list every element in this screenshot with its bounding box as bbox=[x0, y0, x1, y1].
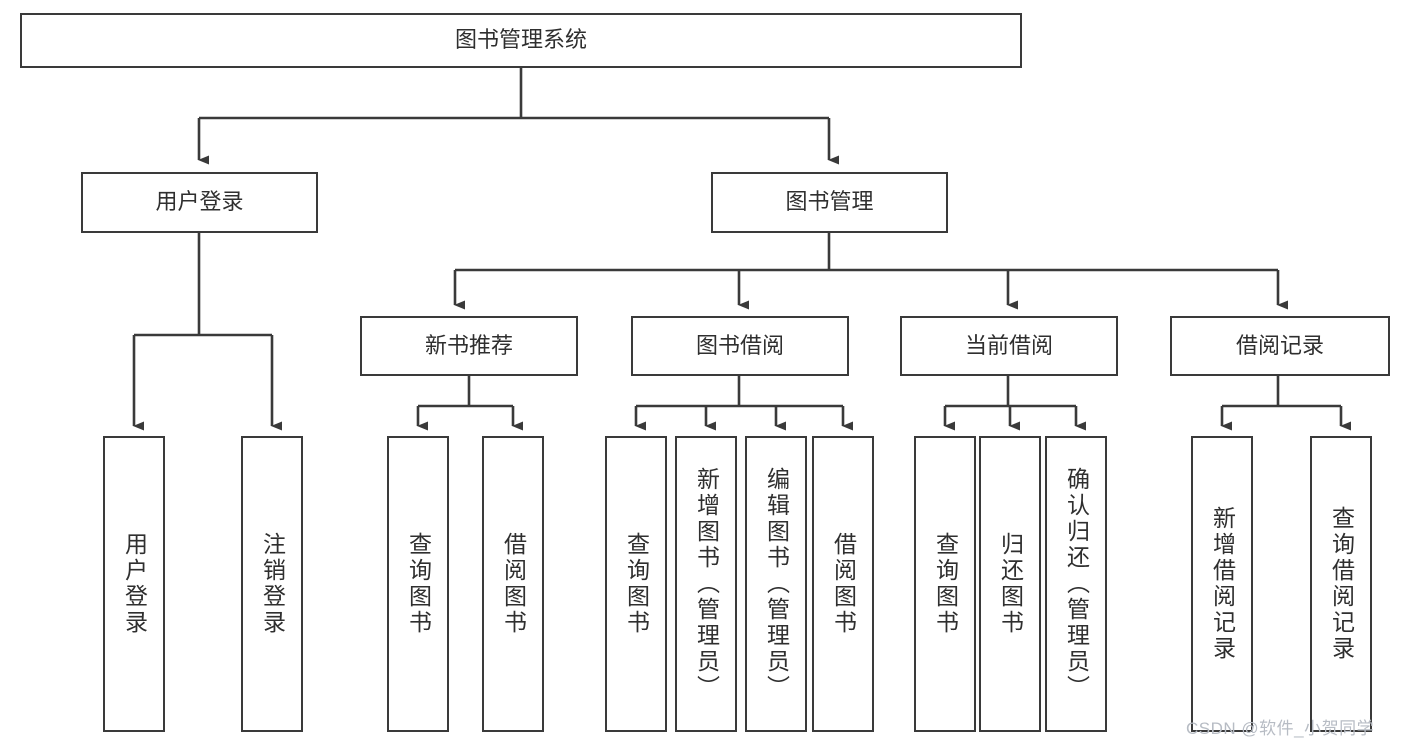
node-leaf-logout[interactable]: 注销登录 bbox=[241, 436, 303, 732]
node-leaf-query-book-2[interactable]: 查询图书 bbox=[605, 436, 667, 732]
node-leaf-logout-label: 注销登录 bbox=[259, 532, 286, 636]
node-book-manage-label: 图书管理 bbox=[785, 189, 874, 215]
node-leaf-query-book-3-label: 查询图书 bbox=[932, 532, 959, 636]
node-leaf-query-book-1-label: 查询图书 bbox=[405, 532, 432, 636]
node-user-login[interactable]: 用户登录 bbox=[81, 172, 318, 233]
node-book-manage[interactable]: 图书管理 bbox=[711, 172, 948, 233]
node-leaf-return-book-label: 归还图书 bbox=[997, 532, 1024, 636]
node-leaf-user-login[interactable]: 用户登录 bbox=[103, 436, 165, 732]
node-leaf-user-login-label: 用户登录 bbox=[121, 532, 148, 636]
node-leaf-add-book-label: 新增图书（管理员） bbox=[693, 467, 720, 701]
node-leaf-return-book[interactable]: 归还图书 bbox=[979, 436, 1041, 732]
node-leaf-edit-book-label: 编辑图书（管理员） bbox=[763, 467, 790, 701]
node-leaf-query-record-label: 查询借阅记录 bbox=[1328, 506, 1355, 662]
node-leaf-borrow-book-1[interactable]: 借阅图书 bbox=[482, 436, 544, 732]
node-book-borrow-label: 图书借阅 bbox=[695, 332, 784, 358]
node-leaf-add-record-label: 新增借阅记录 bbox=[1209, 506, 1236, 662]
node-borrow-record[interactable]: 借阅记录 bbox=[1170, 316, 1390, 376]
node-leaf-borrow-book-1-label: 借阅图书 bbox=[500, 532, 527, 636]
watermark-text: CSDN @软件_小贺同学 bbox=[1186, 719, 1375, 738]
node-root[interactable]: 图书管理系统 bbox=[20, 13, 1022, 68]
node-leaf-borrow-book-2-label: 借阅图书 bbox=[830, 532, 857, 636]
node-leaf-query-record[interactable]: 查询借阅记录 bbox=[1310, 436, 1372, 732]
node-leaf-add-record[interactable]: 新增借阅记录 bbox=[1191, 436, 1253, 732]
node-book-borrow[interactable]: 图书借阅 bbox=[631, 316, 849, 376]
node-leaf-borrow-book-2[interactable]: 借阅图书 bbox=[812, 436, 874, 732]
node-new-book-rec-label: 新书推荐 bbox=[424, 332, 513, 358]
node-current-borrow-label: 当前借阅 bbox=[964, 332, 1053, 358]
node-leaf-edit-book[interactable]: 编辑图书（管理员） bbox=[745, 436, 807, 732]
node-leaf-confirm-return-label: 确认归还（管理员） bbox=[1063, 467, 1090, 701]
node-borrow-record-label: 借阅记录 bbox=[1235, 332, 1324, 358]
node-user-login-label: 用户登录 bbox=[155, 189, 244, 215]
node-leaf-query-book-1[interactable]: 查询图书 bbox=[387, 436, 449, 732]
node-leaf-query-book-3[interactable]: 查询图书 bbox=[914, 436, 976, 732]
node-root-label: 图书管理系统 bbox=[454, 27, 587, 53]
node-leaf-query-book-2-label: 查询图书 bbox=[623, 532, 650, 636]
node-new-book-rec[interactable]: 新书推荐 bbox=[360, 316, 578, 376]
node-current-borrow[interactable]: 当前借阅 bbox=[900, 316, 1118, 376]
node-leaf-add-book[interactable]: 新增图书（管理员） bbox=[675, 436, 737, 732]
node-leaf-confirm-return[interactable]: 确认归还（管理员） bbox=[1045, 436, 1107, 732]
